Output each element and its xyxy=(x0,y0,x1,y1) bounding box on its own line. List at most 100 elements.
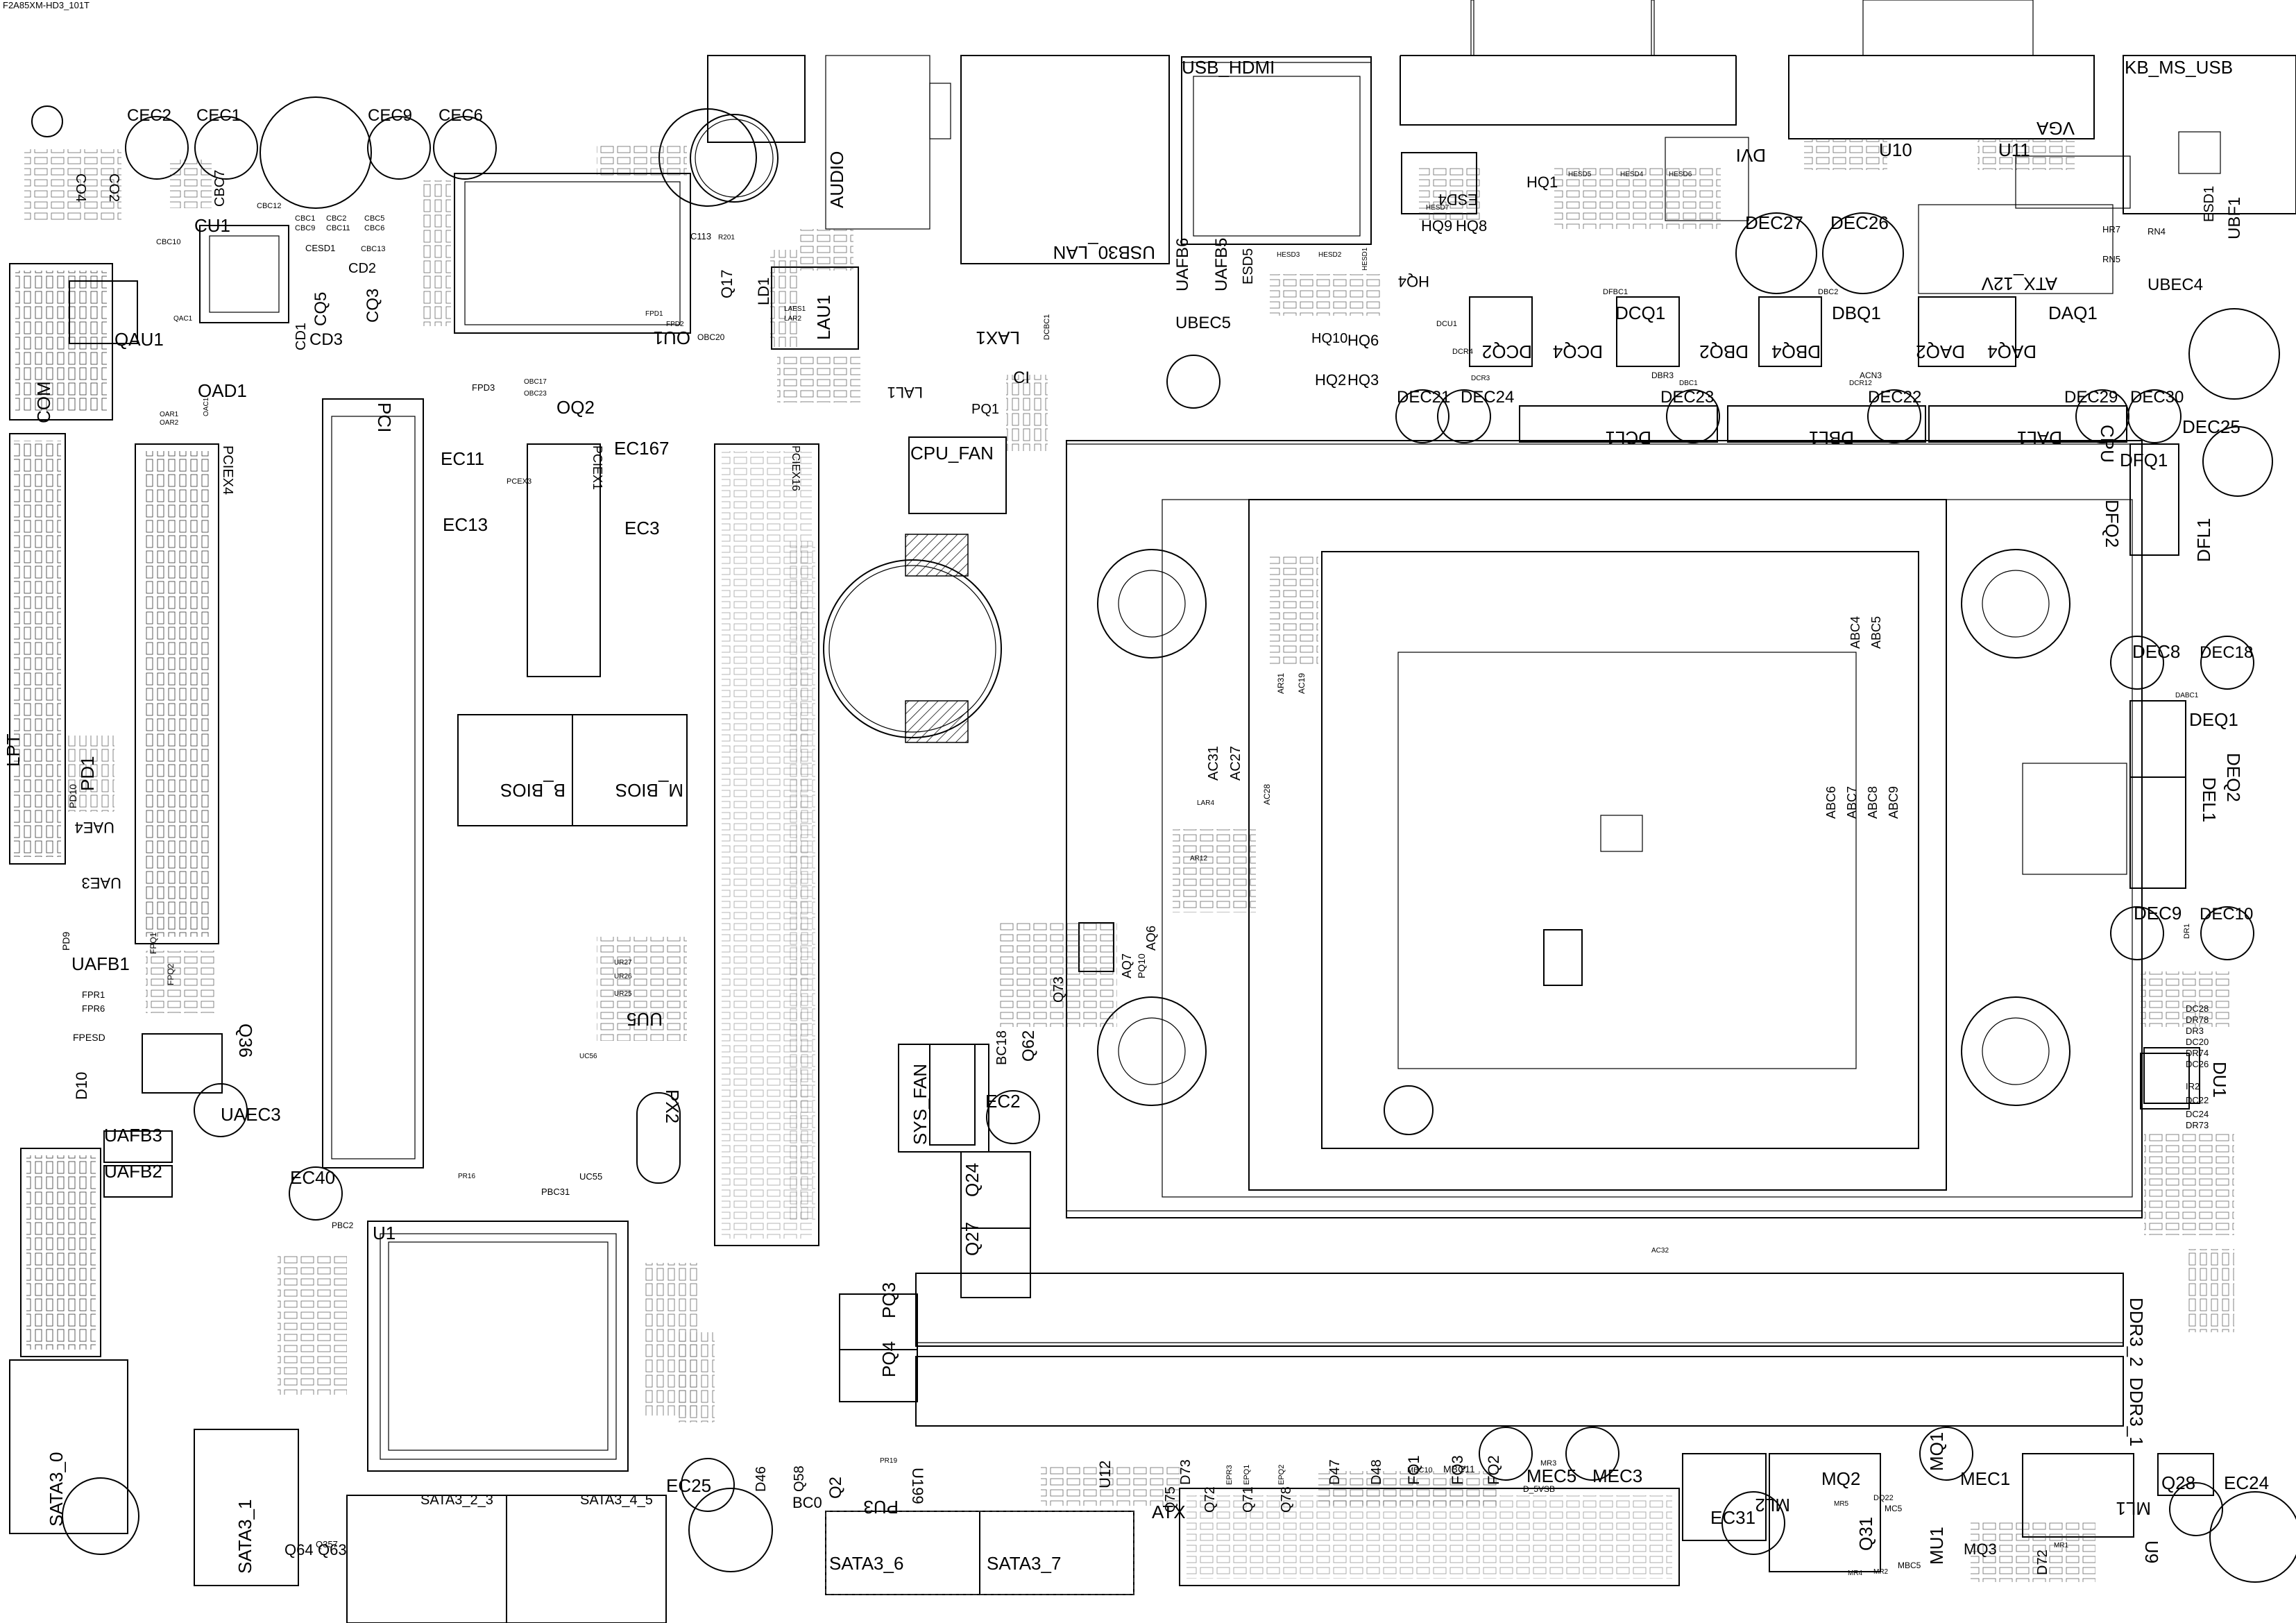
ref-hq4: HQ4 xyxy=(1398,273,1429,290)
ddr3-slots xyxy=(915,1273,2124,1427)
small-label: FPD2 xyxy=(666,321,684,328)
small-label: DCU1 xyxy=(1436,320,1457,328)
ref-q64: Q64 xyxy=(284,1541,314,1558)
sata-bottom-ports xyxy=(346,1495,1134,1623)
ref-cec9: CEC9 xyxy=(368,106,412,125)
small-label: FPD1 xyxy=(645,310,663,318)
small-label: CBC5 xyxy=(364,214,384,223)
ref-q75: Q75 xyxy=(1163,1486,1178,1513)
ref-dec22: DEC22 xyxy=(1868,388,1921,407)
label-kb-ms-usb: KB_MS_USB xyxy=(2125,57,2233,78)
small-label: CBC13 xyxy=(361,245,385,253)
ref-daq4: DAQ4 xyxy=(1987,341,2036,362)
small-label: DC26 xyxy=(2186,1059,2209,1069)
small-label: FPQ1 xyxy=(148,932,158,954)
ref-dec9: DEC9 xyxy=(2134,903,2182,924)
small-label: OBC20 xyxy=(697,332,725,342)
ref-pq4: PQ4 xyxy=(878,1341,899,1377)
label-pciex16: PCIEX16 xyxy=(790,445,801,491)
small-label: CBC10 xyxy=(156,238,180,246)
ref-u9: U9 xyxy=(2141,1540,2162,1563)
ref-uafb6: UAFB6 xyxy=(1173,238,1192,291)
pciex1-slot xyxy=(527,443,601,677)
small-label: LAR2 xyxy=(784,315,801,323)
small-label: HESD2 xyxy=(1318,251,1342,259)
small-label: EPQ2 xyxy=(1277,1465,1286,1485)
sata3-0-port xyxy=(9,1359,139,1555)
ref-dec30: DEC30 xyxy=(2130,388,2184,407)
ref-hq6: HQ6 xyxy=(1347,332,1379,349)
ref-q27: Q27 xyxy=(962,1222,983,1256)
small-label: AC32 xyxy=(1651,1247,1669,1255)
ref-daq2: DAQ2 xyxy=(1916,341,1965,362)
ref-esd5: ESD5 xyxy=(1241,248,1256,284)
ref-pq1: PQ1 xyxy=(971,402,999,417)
ref-cq3: CQ3 xyxy=(364,289,382,323)
small-label: DBC1 xyxy=(1679,380,1698,387)
ref-q2: Q2 xyxy=(826,1477,845,1499)
small-label: MBC11 xyxy=(1443,1463,1475,1475)
bottom-caps xyxy=(194,1083,2296,1583)
ref-lal1: LAL1 xyxy=(887,384,923,401)
ref-uafb5: UAFB5 xyxy=(1212,238,1231,291)
lpt-header xyxy=(9,433,66,865)
ref-u12: U12 xyxy=(1096,1461,1114,1488)
power-mosfets xyxy=(839,1044,2214,1572)
small-label: DBR3 xyxy=(1651,371,1674,380)
doc-title: F2A85XM-HD3_101T xyxy=(3,0,90,10)
small-label: DC24 xyxy=(2186,1109,2209,1119)
ref-d10: D10 xyxy=(73,1072,90,1100)
ref-mec5: MEC5 xyxy=(1527,1465,1576,1486)
small-label: D_5VSB xyxy=(1523,1484,1555,1494)
ref-abc6: ABC6 xyxy=(1824,786,1838,819)
ref-d72: D72 xyxy=(2035,1549,2050,1575)
small-label: CBC12 xyxy=(257,202,281,210)
label-sata3-6: SATA3_6 xyxy=(829,1553,903,1574)
ref-mq1: MQ1 xyxy=(1926,1432,1947,1471)
ref-cq5: CQ5 xyxy=(312,292,330,326)
label-lpt: LPT xyxy=(3,733,24,767)
ref-ubec4: UBEC4 xyxy=(2148,275,2203,294)
small-label: DR78 xyxy=(2186,1014,2209,1025)
small-label: DR1 xyxy=(2183,924,2191,939)
ref-hq8: HQ8 xyxy=(1456,217,1487,235)
ref-oq2: OQ2 xyxy=(556,397,595,418)
vga-connector xyxy=(1788,0,2095,139)
label-b-bios: B_BIOS xyxy=(500,780,566,801)
label-sata3-7: SATA3_7 xyxy=(987,1553,1061,1574)
ref-dcq2: DCQ2 xyxy=(1482,341,1532,362)
small-label: FPR1 xyxy=(82,989,105,1000)
ref-ec25: EC25 xyxy=(666,1475,711,1496)
ref-ec31: EC31 xyxy=(1710,1507,1755,1528)
ref-px2: PX2 xyxy=(662,1089,683,1123)
small-label: UC56 xyxy=(579,1053,597,1060)
small-label: PBC2 xyxy=(332,1221,354,1230)
label-com: COM xyxy=(33,381,54,423)
ref-deq2: DEQ2 xyxy=(2223,753,2244,802)
ref-qau1: QAU1 xyxy=(114,329,164,350)
ref-ci: CI xyxy=(1013,368,1030,387)
ref-q24: Q24 xyxy=(962,1163,983,1197)
small-label: HR7 xyxy=(2102,224,2120,235)
small-label: C113 xyxy=(690,231,711,241)
ref-hq3: HQ3 xyxy=(1347,371,1379,389)
ref-cec6: CEC6 xyxy=(439,106,483,125)
small-label: AR12 xyxy=(1190,855,1207,863)
small-label: R201 xyxy=(718,234,735,241)
com-header xyxy=(9,263,113,420)
ref-q63: Q63 xyxy=(318,1541,347,1558)
small-label: DCBC1 xyxy=(1043,314,1051,340)
label-cpu: CPU xyxy=(2097,425,2118,463)
label-vga: VGA xyxy=(2036,118,2075,139)
ref-u11: U11 xyxy=(1998,139,2030,160)
small-label: MR3 xyxy=(1540,1459,1556,1468)
small-label: MR5 xyxy=(1834,1500,1849,1508)
small-label: CBC1 xyxy=(295,214,315,223)
small-label: DR73 xyxy=(2186,1120,2209,1130)
chipset-u1 xyxy=(367,1221,629,1472)
small-label: AR31 xyxy=(1276,673,1286,694)
atx-connector xyxy=(1179,1488,1680,1586)
ref-ec40: EC40 xyxy=(290,1167,335,1188)
ref-uafb3: UAFB3 xyxy=(104,1125,162,1146)
small-label: AC28 xyxy=(1262,784,1272,805)
